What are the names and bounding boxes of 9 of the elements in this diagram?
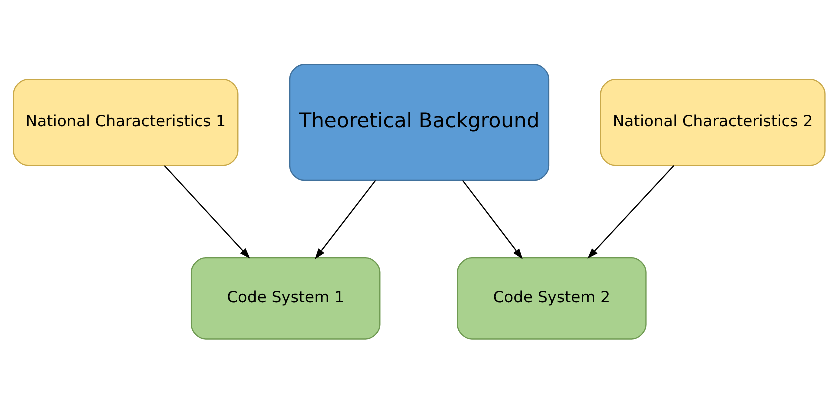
node-box: National Characteristics 1	[12, 78, 238, 166]
node-box: Code System 1	[190, 256, 380, 340]
arrow	[462, 180, 522, 259]
arrow	[587, 164, 674, 258]
arrow	[314, 180, 376, 259]
node-box: Theoretical Background	[288, 64, 550, 181]
node-box: National Characteristics 2	[600, 78, 826, 166]
arrow	[164, 164, 250, 258]
node-box: Code System 2	[456, 256, 646, 340]
